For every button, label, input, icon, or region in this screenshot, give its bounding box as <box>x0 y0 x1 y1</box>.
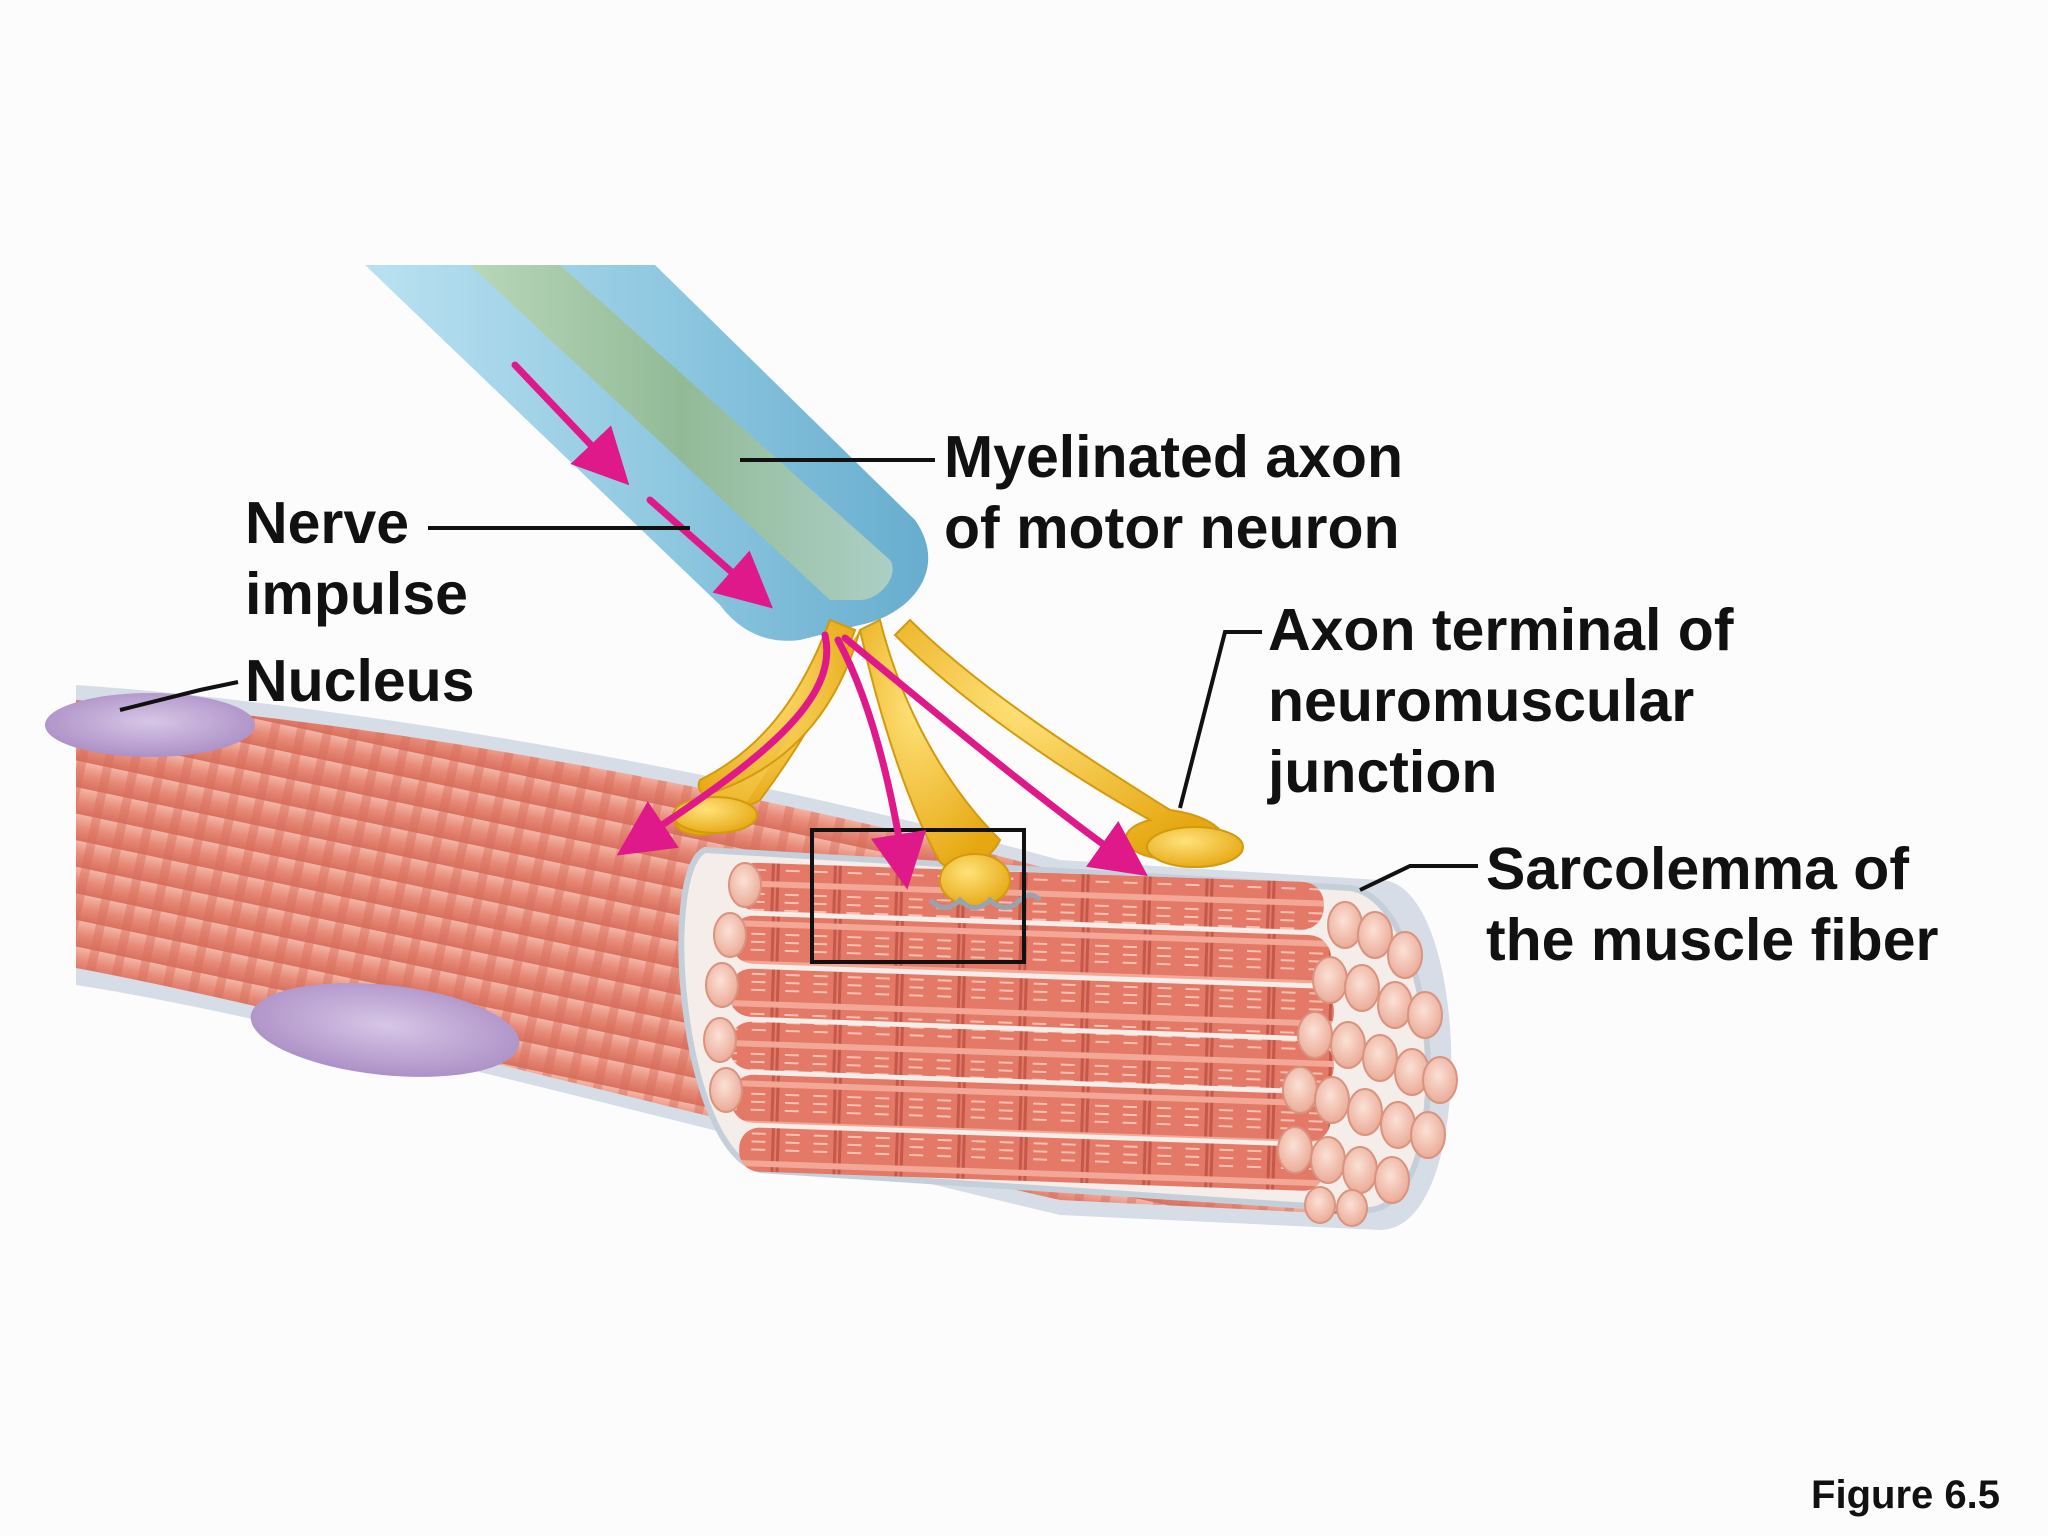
label-axon-terminal: Axon terminal of neuromuscular junction <box>1268 595 1734 808</box>
figure-number: Figure 6.5 <box>1811 1473 2000 1517</box>
label-axon-terminal-line1: Axon terminal of <box>1268 597 1734 663</box>
label-myelinated-axon-line2: of motor neuron <box>944 495 1400 561</box>
nerve-impulse-arrows <box>511 361 1148 890</box>
label-sarcolemma: Sarcolemma of the muscle fiber <box>1486 834 1938 976</box>
myofibril-ends-left <box>703 862 762 1113</box>
terminal-bulb-left <box>672 796 758 834</box>
myofibril-bundle <box>729 862 1334 1191</box>
label-nucleus-line1: Nucleus <box>245 648 475 714</box>
label-nerve-impulse-line2: impulse <box>245 561 468 627</box>
label-sarcolemma-line1: Sarcolemma of <box>1486 836 1909 902</box>
label-myelinated-axon: Myelinated axon of motor neuron <box>944 422 1403 564</box>
label-sarcolemma-line2: the muscle fiber <box>1486 907 1939 973</box>
leader-lines <box>119 458 1478 892</box>
label-axon-terminal-line3: junction <box>1268 739 1498 805</box>
myofibril-ends-right <box>1277 901 1458 1227</box>
label-nerve-impulse: Nerve impulse <box>245 488 468 630</box>
label-nerve-impulse-line1: Nerve <box>245 490 410 556</box>
label-axon-terminal-line2: neuromuscular <box>1268 668 1695 734</box>
terminal-bulb-right <box>1146 826 1244 868</box>
label-nucleus: Nucleus <box>245 646 475 717</box>
terminal-bulb-center <box>939 853 1011 907</box>
axon-core <box>470 265 893 600</box>
nucleus-upper <box>45 693 255 757</box>
nucleus-lower <box>250 983 520 1077</box>
label-myelinated-axon-line1: Myelinated axon <box>944 424 1404 490</box>
